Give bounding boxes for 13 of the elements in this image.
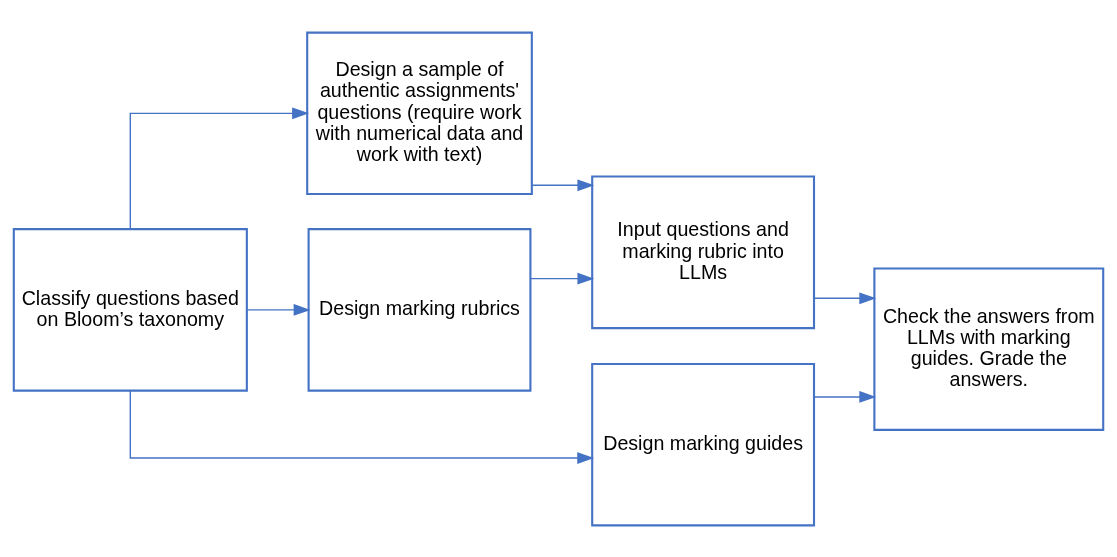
node-box: Design a sample of authentic assignments' questions (require work with numerical data and work with text) bbox=[306, 31, 533, 195]
node-box: Classify questions based on Bloom’s taxonomy bbox=[12, 227, 248, 392]
arrow bbox=[129, 389, 595, 464]
node-box: Design marking guides bbox=[591, 362, 816, 526]
arrow bbox=[530, 272, 595, 285]
arrow bbox=[129, 106, 309, 229]
node-box: Check the answers from LLMs with marking guides. Grade the answers. bbox=[873, 266, 1105, 431]
node-box: Input questions and marking rubric into LLMs bbox=[591, 174, 816, 329]
arrow bbox=[531, 178, 595, 191]
arrow bbox=[813, 390, 877, 403]
node-box: Design marking rubrics bbox=[307, 227, 532, 392]
arrow bbox=[246, 303, 311, 316]
arrow bbox=[813, 291, 877, 304]
